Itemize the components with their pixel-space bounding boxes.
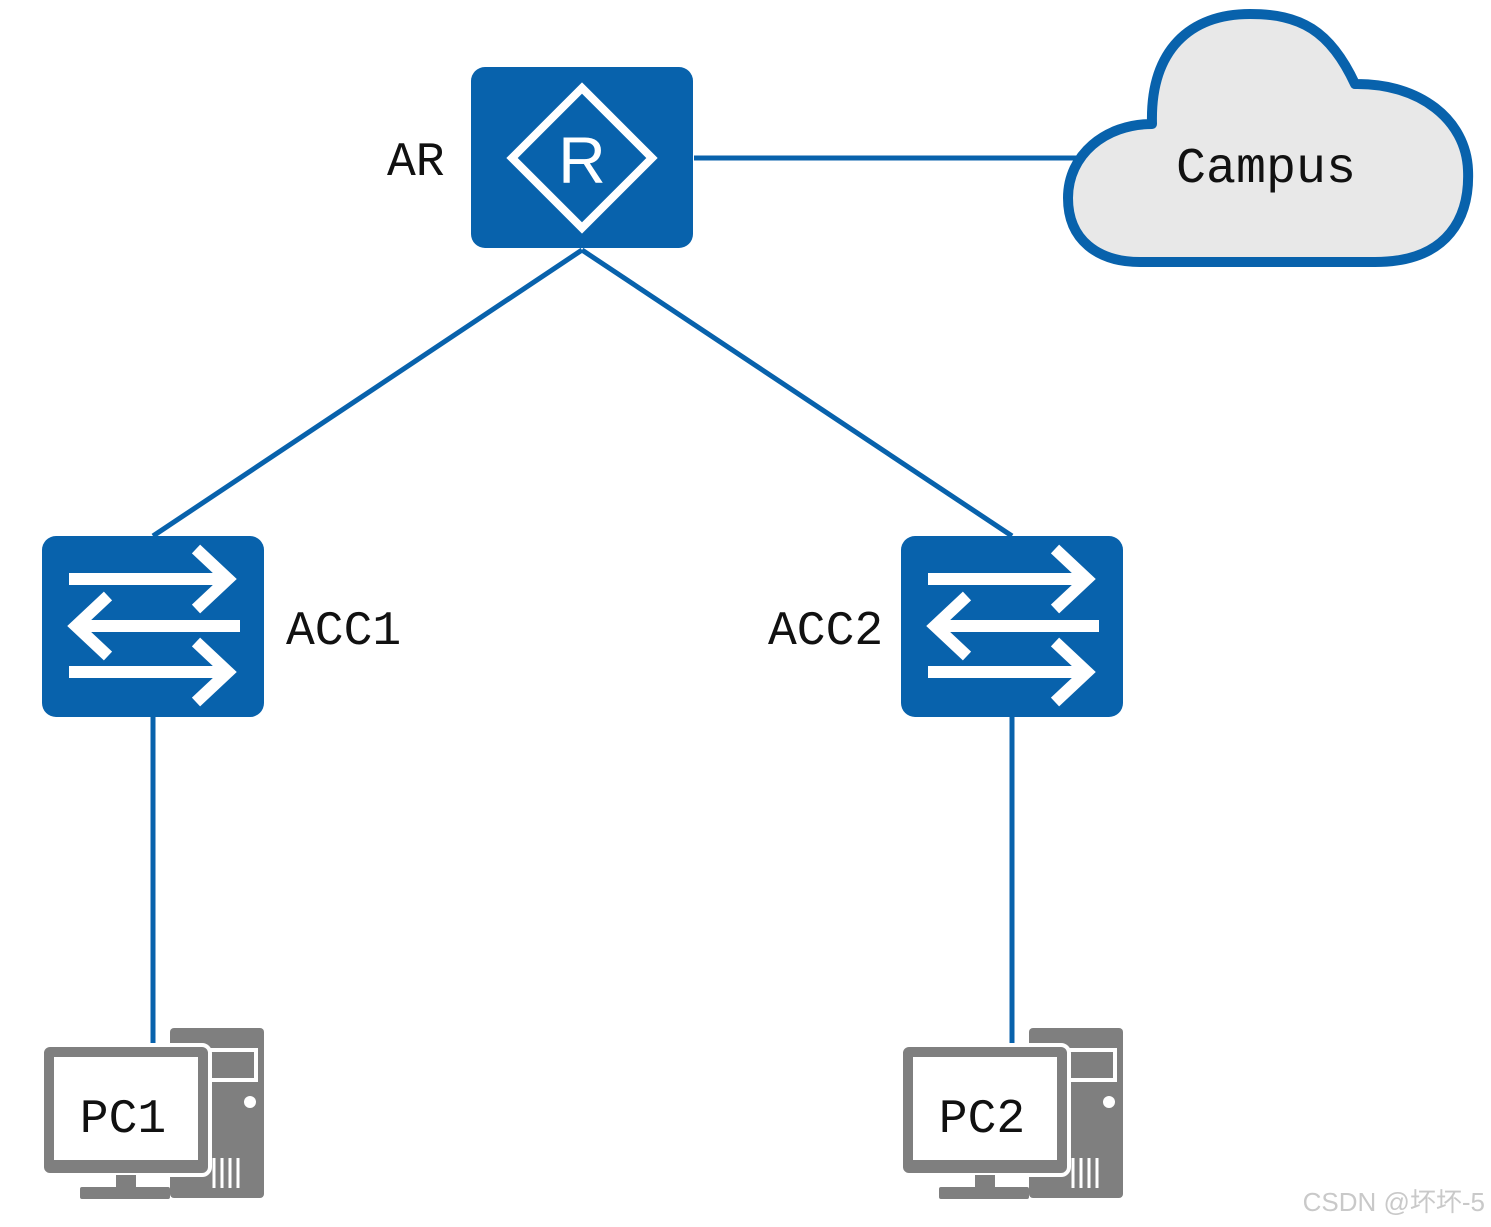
switch-acc2[interactable]: ACC2 — [768, 536, 1123, 717]
pc-icon — [899, 1028, 1123, 1199]
pc-pc1-label: PC1 — [80, 1093, 166, 1147]
pc-pc2-label: PC2 — [939, 1093, 1025, 1147]
links — [150, 155, 1085, 1048]
router-icon: R — [471, 67, 693, 248]
pc-pc2[interactable]: PC2 — [899, 1028, 1123, 1199]
router-ar[interactable]: R AR — [387, 67, 693, 248]
router-ar-label: AR — [387, 136, 445, 190]
switch-icon — [42, 536, 264, 717]
switch-acc1[interactable]: ACC1 — [42, 536, 401, 717]
cloud-campus-label: Campus — [1176, 141, 1356, 198]
cloud-icon — [1063, 9, 1474, 267]
cloud-campus[interactable]: Campus — [1063, 9, 1474, 267]
watermark: CSDN @坏坏-5 — [1302, 1187, 1485, 1217]
pc-pc1[interactable]: PC1 — [40, 1028, 264, 1199]
switch-icon — [901, 536, 1123, 717]
switch-acc2-label: ACC2 — [768, 605, 883, 659]
switch-acc1-label: ACC1 — [286, 605, 401, 659]
pc-icon — [40, 1028, 264, 1199]
svg-text:R: R — [558, 123, 606, 197]
link-ar-acc2 — [580, 247, 1014, 539]
link-ar-acc1 — [151, 247, 584, 539]
